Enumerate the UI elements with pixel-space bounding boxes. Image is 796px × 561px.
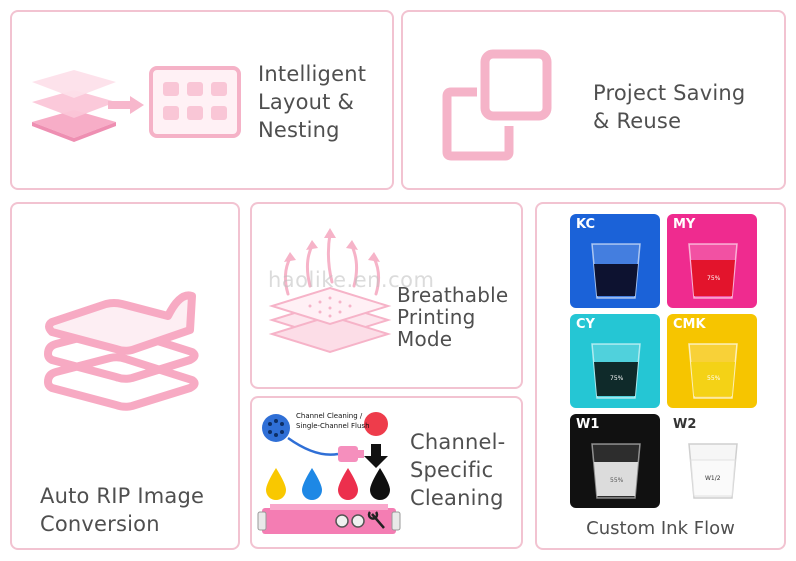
ink-tile-cy: CY 75% xyxy=(570,314,660,408)
title-line: Project Saving xyxy=(593,81,746,105)
feature-title-channel: Channel- Specific Cleaning xyxy=(410,428,505,512)
title-line: Auto RIP Image xyxy=(40,484,205,508)
paper-stack-icon xyxy=(44,291,199,411)
feature-card-channel-cleaning: Channel Cleaning / Single-Channel Flush … xyxy=(250,396,523,549)
channel-cleaning-icon: Channel Cleaning / Single-Channel Flush xyxy=(257,412,401,534)
ink-drop-icon xyxy=(266,468,390,500)
arrow-right-icon xyxy=(108,96,144,114)
ink-glass-icon: 55% xyxy=(688,343,738,399)
feature-title-breathable: Breathable Printing Mode xyxy=(397,284,508,350)
feature-title-rip: Auto RIP Image Conversion xyxy=(40,482,204,538)
ink-code: W1 xyxy=(576,417,600,432)
layers-icon xyxy=(32,70,116,142)
ink-tile-cmk: CMK 55% xyxy=(667,314,757,408)
ink-tile-w2: W2 W1/2 xyxy=(667,414,757,508)
overlapping-squares-icon xyxy=(442,49,552,161)
wrench-icon xyxy=(367,511,385,529)
feature-card-rip: Auto RIP Image Conversion xyxy=(10,202,240,550)
feature-title-layout: Intelligent Layout & Nesting xyxy=(258,60,366,144)
ink-glass-icon: 75% xyxy=(688,243,738,299)
title-line: Cleaning xyxy=(410,486,504,510)
title-line: Mode xyxy=(397,327,453,351)
ink-glass-icon xyxy=(591,243,641,299)
ink-code: W2 xyxy=(673,417,697,432)
ink-glass-icon: W1/2 xyxy=(688,443,738,499)
title-line: & Reuse xyxy=(593,109,682,133)
ink-level: 55% xyxy=(707,375,721,382)
printhead-icon xyxy=(257,504,401,534)
ink-tile-my: MY 75% xyxy=(667,214,757,308)
ink-code: MY xyxy=(673,217,696,232)
ink-code: KC xyxy=(576,217,596,232)
ink-tile-kc: KC xyxy=(570,214,660,308)
ink-glass-icon: 55% xyxy=(591,443,641,499)
ink-level: 75% xyxy=(610,375,624,382)
title-line: Printing xyxy=(397,305,476,329)
ink-code: CY xyxy=(576,317,595,332)
grid-icon xyxy=(149,66,241,138)
ink-level: 75% xyxy=(707,275,721,282)
feature-title-project: Project Saving & Reuse xyxy=(593,79,745,135)
ink-glass-icon: 75% xyxy=(591,343,641,399)
title-line: Breathable xyxy=(397,283,509,307)
ink-code: CMK xyxy=(673,317,706,332)
ink-level: W1/2 xyxy=(705,475,721,482)
breathable-fabric-icon xyxy=(268,228,392,354)
title-line: Specific xyxy=(410,458,494,482)
ink-level: 55% xyxy=(610,477,624,484)
title-line: Intelligent xyxy=(258,62,367,86)
ink-tile-w1: W1 55% xyxy=(570,414,660,508)
title-line: Nesting xyxy=(258,118,340,142)
ink-flow-caption: Custom Ink Flow xyxy=(586,518,735,539)
feature-card-ink-flow: KC MY 75% CY 75% CMK 55% W1 xyxy=(535,202,786,550)
title-line: Layout & xyxy=(258,90,355,114)
feature-card-project: Project Saving & Reuse xyxy=(401,10,786,190)
feature-card-layout: Intelligent Layout & Nesting xyxy=(10,10,394,190)
feature-card-breathable: Breathable Printing Mode xyxy=(250,202,523,389)
title-line: Channel- xyxy=(410,430,506,454)
cleaning-label: Channel Cleaning / xyxy=(296,412,363,420)
cleaning-label: Single-Channel Flush xyxy=(296,422,370,430)
title-line: Conversion xyxy=(40,512,160,536)
watermark: haolike.en.com xyxy=(268,268,435,292)
